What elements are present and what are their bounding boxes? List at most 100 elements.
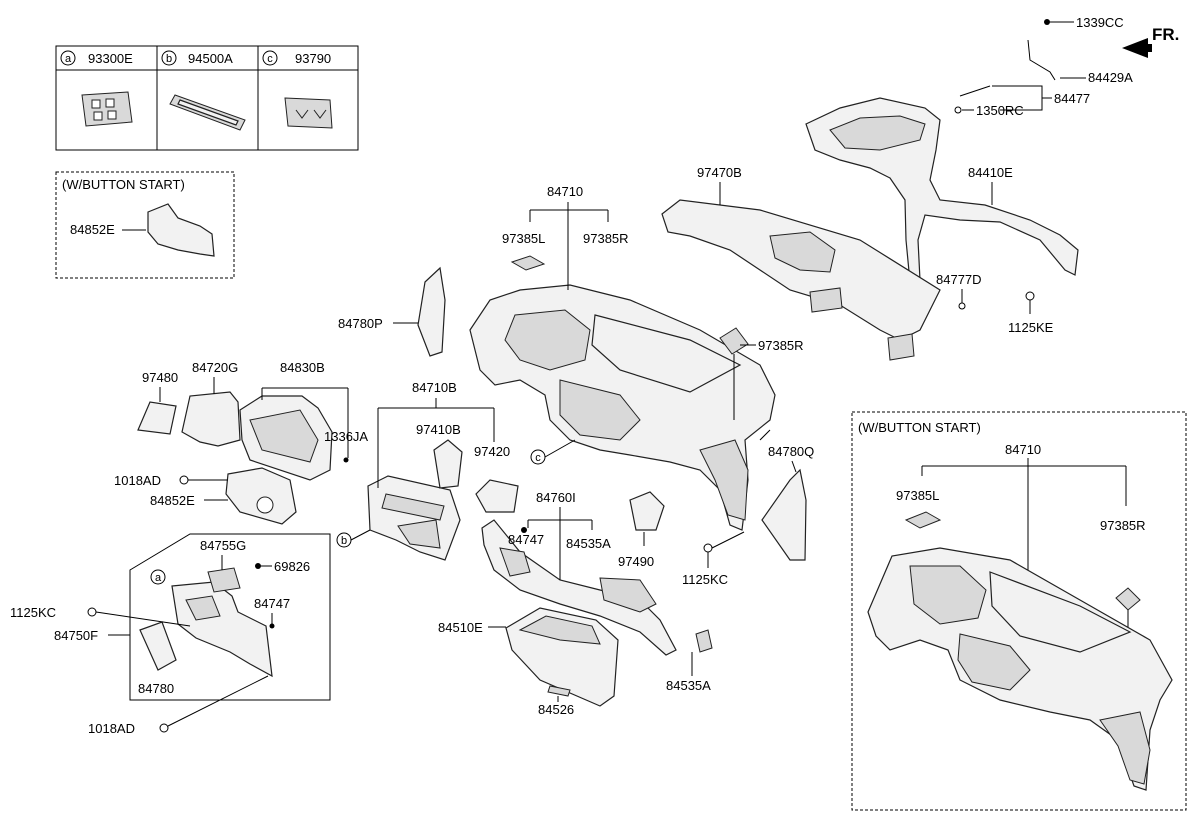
- legend-letter-c: c: [267, 53, 273, 65]
- inset-left-part: 84852E: [70, 222, 115, 237]
- svg-text:84755G: 84755G: [200, 538, 246, 553]
- side-cover-right: 84780Q: [761, 444, 814, 561]
- callout-1125KC-right: 1125KC: [682, 531, 745, 587]
- svg-text:84780Q: 84780Q: [768, 444, 814, 459]
- callout-84780: 84780: [138, 681, 174, 696]
- svg-text:84760I: 84760I: [536, 490, 576, 505]
- svg-text:97480: 97480: [142, 370, 178, 385]
- callout-84747: 84747: [508, 532, 544, 547]
- callout-84535A: 84535A: [566, 536, 611, 551]
- svg-text:1350RC: 1350RC: [976, 103, 1024, 118]
- inset-right-title: (W/BUTTON START): [858, 420, 981, 435]
- svg-text:84852E: 84852E: [150, 493, 195, 508]
- legend-letter-b: b: [166, 53, 172, 65]
- svg-text:c: c: [535, 452, 541, 464]
- callout-1125KE: 1125KE: [1008, 291, 1054, 335]
- svg-text:97490: 97490: [618, 554, 654, 569]
- callout-84720G: 84720G: [192, 360, 238, 394]
- marker-c: c: [530, 439, 576, 465]
- callout-97480: 97480: [142, 370, 178, 402]
- callout-84760I: 84760I: [527, 490, 593, 580]
- legend-table: a 93300E b 94500A c 93790: [55, 45, 359, 151]
- air-duct-assembly: [661, 199, 941, 361]
- svg-text:84780P: 84780P: [338, 316, 383, 331]
- side-cover-left: 84780P: [338, 266, 446, 357]
- svg-text:1018AD: 1018AD: [88, 721, 135, 736]
- callout-84410E: 84410E: [968, 165, 1013, 205]
- svg-text:1125KC: 1125KC: [10, 605, 56, 620]
- fr-label: FR.: [1152, 25, 1179, 44]
- inset-left-title: (W/BUTTON START): [62, 177, 185, 192]
- svg-text:84710: 84710: [547, 184, 583, 199]
- front-direction-indicator: FR.: [1122, 25, 1179, 58]
- callout-84535A-lower: 84535A: [666, 652, 711, 693]
- svg-text:1125KC: 1125KC: [682, 572, 728, 587]
- svg-text:97470B: 97470B: [697, 165, 742, 180]
- svg-text:97385L: 97385L: [502, 231, 545, 246]
- callout-1018AD-lower: 1018AD: [88, 675, 269, 736]
- vent-right: 97490: [618, 491, 665, 569]
- legend-part-a: 93300E: [88, 51, 133, 66]
- callout-1336JA: 1336JA: [324, 429, 368, 463]
- callout-84747-left: 84747: [254, 596, 290, 624]
- svg-text:84526: 84526: [538, 702, 574, 717]
- svg-text:84535A: 84535A: [666, 678, 711, 693]
- callout-97410B: 97410B: [416, 422, 461, 437]
- svg-text:1336JA: 1336JA: [324, 429, 368, 444]
- callout-84750F: 84750F: [54, 628, 130, 643]
- callout-84710B: 84710B: [377, 380, 495, 488]
- svg-text:84710: 84710: [1005, 442, 1041, 457]
- svg-text:84830B: 84830B: [280, 360, 325, 375]
- lower-left-panel-box: [129, 533, 331, 701]
- legend-letter-a: a: [65, 53, 72, 65]
- callout-84755G: 84755G: [200, 538, 246, 570]
- glove-box: 84510E 84526: [438, 607, 619, 717]
- callout-84830B: 84830B: [261, 360, 349, 458]
- svg-text:84750F: 84750F: [54, 628, 98, 643]
- svg-text:1018AD: 1018AD: [114, 473, 161, 488]
- svg-text:84535A: 84535A: [566, 536, 611, 551]
- svg-text:97385R: 97385R: [1100, 518, 1146, 533]
- svg-text:84777D: 84777D: [936, 272, 982, 287]
- switch-a-icon: [81, 91, 133, 127]
- marker-a: a: [150, 569, 166, 585]
- callout-97420: 97420: [474, 444, 510, 459]
- svg-text:84429A: 84429A: [1088, 70, 1133, 85]
- center-fascia: [367, 439, 519, 561]
- callout-69826: 69826: [261, 559, 310, 574]
- svg-text:1339CC: 1339CC: [1076, 15, 1124, 30]
- svg-text:b: b: [341, 535, 347, 547]
- inset-button-start-right: (W/BUTTON START) 84710 97385L 97385R: [851, 411, 1187, 811]
- cluster-area: [137, 391, 333, 525]
- svg-text:84747: 84747: [254, 596, 290, 611]
- svg-text:a: a: [155, 572, 162, 584]
- callout-84429A: 84429A: [1060, 70, 1133, 85]
- legend-part-c: 93790: [295, 51, 331, 66]
- crash-pad-main: [469, 284, 776, 531]
- svg-text:97385R: 97385R: [758, 338, 804, 353]
- svg-text:84710B: 84710B: [412, 380, 457, 395]
- cowl-crossmember: [805, 19, 1079, 283]
- lower-crash-pad: [481, 519, 713, 656]
- svg-text:84510E: 84510E: [438, 620, 483, 635]
- svg-text:97385R: 97385R: [583, 231, 629, 246]
- svg-text:84747: 84747: [508, 532, 544, 547]
- inset-button-start-left: (W/BUTTON START) 84852E: [55, 171, 235, 279]
- callout-97470B: 97470B: [697, 165, 742, 205]
- callout-84852E: 84852E: [150, 493, 228, 508]
- legend-part-b: 94500A: [188, 51, 233, 66]
- callout-1018AD: 1018AD: [114, 473, 228, 488]
- svg-text:97410B: 97410B: [416, 422, 461, 437]
- svg-text:97420: 97420: [474, 444, 510, 459]
- callout-1350RC: 1350RC: [962, 103, 1024, 118]
- callout-1339CC: 1339CC: [1050, 15, 1124, 30]
- svg-text:69826: 69826: [274, 559, 310, 574]
- callout-97385R-side: 97385R: [719, 327, 804, 420]
- svg-text:97385L: 97385L: [896, 488, 939, 503]
- svg-text:1125KE: 1125KE: [1008, 320, 1054, 335]
- callout-84477: 84477: [992, 85, 1090, 111]
- svg-text:84477: 84477: [1054, 91, 1090, 106]
- switch-c-icon: [284, 97, 333, 129]
- svg-text:84720G: 84720G: [192, 360, 238, 375]
